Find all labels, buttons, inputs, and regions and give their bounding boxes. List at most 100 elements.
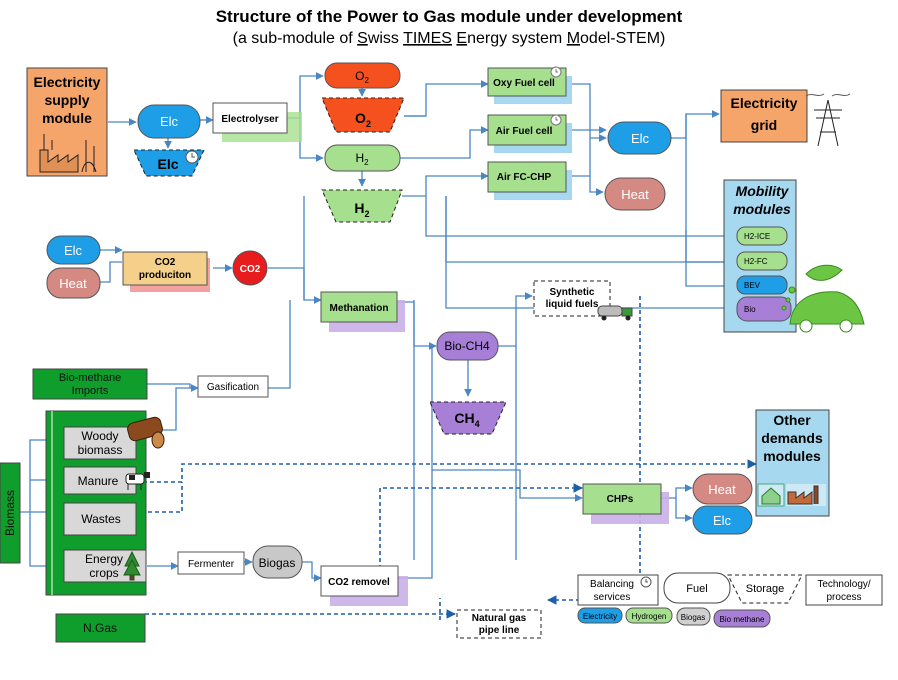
svg-text:Imports: Imports xyxy=(72,385,109,397)
svg-text:demands: demands xyxy=(761,430,823,446)
legend-electricity: Electricity xyxy=(577,607,623,624)
process-chps: CHPs xyxy=(582,483,669,524)
svg-text:CO2: CO2 xyxy=(155,257,176,268)
co2-circle: CO2 xyxy=(232,250,268,286)
svg-text:H2-ICE: H2-ICE xyxy=(744,232,770,241)
process-air-fuel-cell: Air Fuel cell xyxy=(487,114,572,153)
subtitle-part: wiss xyxy=(367,30,403,47)
process-fermenter: Fermenter xyxy=(177,551,245,575)
svg-text:Elc: Elc xyxy=(160,114,179,129)
svg-text:Electrolyser: Electrolyser xyxy=(221,114,278,125)
svg-text:supply: supply xyxy=(44,92,89,108)
svg-text:Electricity: Electricity xyxy=(34,74,101,90)
power-tower-icon xyxy=(805,93,851,147)
legend-balancing-services: Balancing services xyxy=(577,574,659,606)
svg-text:Heat: Heat xyxy=(59,276,87,291)
subtitle-part: M xyxy=(567,30,580,47)
mobility-modules: Mobility modules H2-ICE H2-FC BEV Bio xyxy=(723,179,865,333)
svg-text:O2: O2 xyxy=(355,110,371,129)
svg-text:Elc: Elc xyxy=(64,243,83,258)
svg-text:Manure: Manure xyxy=(78,474,119,488)
svg-text:Elc: Elc xyxy=(157,156,178,172)
svg-text:module: module xyxy=(42,110,92,126)
log-icon xyxy=(127,416,165,449)
svg-text:Electricity: Electricity xyxy=(731,95,798,111)
svg-text:Elc: Elc xyxy=(713,513,732,528)
svg-text:Heat: Heat xyxy=(708,482,736,497)
clock-icon xyxy=(550,66,562,78)
tanker-truck-icon xyxy=(597,305,633,321)
fuel-heat-mid: Heat xyxy=(604,177,666,211)
svg-text:Other: Other xyxy=(773,412,811,428)
subtitle-part: TIMES xyxy=(403,30,452,47)
storage-o2: O2 xyxy=(321,97,405,133)
legend-hydrogen: Hydrogen xyxy=(625,607,673,624)
svg-text:Air Fuel cell: Air Fuel cell xyxy=(496,126,553,137)
fuel-elc-mid: Elc xyxy=(607,121,672,155)
subtitle-part: nergy system xyxy=(467,30,567,47)
n-gas: N.Gas xyxy=(55,613,146,643)
svg-text:CO2: CO2 xyxy=(240,264,261,275)
process-gasification: Gasification xyxy=(197,375,269,398)
legend-fuel: Fuel xyxy=(663,572,731,604)
svg-text:Biogas: Biogas xyxy=(259,556,296,570)
svg-text:biomass: biomass xyxy=(78,443,123,457)
fuel-elc-top: Elc xyxy=(137,104,201,139)
fuel-elc-right: Elc xyxy=(692,505,753,535)
other-demands-modules: Other demands modules xyxy=(755,409,830,517)
svg-text:Elc: Elc xyxy=(631,131,650,146)
clock-icon xyxy=(640,576,652,588)
svg-text:H2-FC: H2-FC xyxy=(744,257,768,266)
svg-text:Fermenter: Fermenter xyxy=(188,559,235,570)
svg-text:Mobility: Mobility xyxy=(736,183,790,199)
wastes: Wastes xyxy=(63,502,137,536)
svg-text:Bio: Bio xyxy=(744,305,756,314)
mobility-item-h2-fc: H2-FC xyxy=(736,251,788,271)
diagram-title: Structure of the Power to Gas module und… xyxy=(216,7,683,26)
svg-text:O2: O2 xyxy=(355,69,369,85)
svg-text:process: process xyxy=(826,592,861,603)
svg-text:Biogas: Biogas xyxy=(681,613,705,622)
svg-text:pipe line: pipe line xyxy=(479,625,520,636)
svg-text:Hydrogen: Hydrogen xyxy=(632,612,667,621)
process-co2-production: CO2 produciton xyxy=(122,251,210,292)
energy-crops: Energy crops xyxy=(63,549,147,583)
svg-text:Biomass: Biomass xyxy=(3,490,17,536)
svg-text:H2: H2 xyxy=(354,200,369,219)
svg-text:Air FC-CHP: Air FC-CHP xyxy=(497,172,552,183)
storage-ch4: CH4 xyxy=(429,401,507,435)
mobility-item-h2-ice: H2-ICE xyxy=(736,226,788,246)
svg-text:Bio-methane: Bio-methane xyxy=(59,372,121,384)
legend-storage: Storage xyxy=(727,574,803,604)
svg-text:Heat: Heat xyxy=(621,187,649,202)
svg-text:BEV: BEV xyxy=(744,281,761,290)
svg-text:CO2 removel: CO2 removel xyxy=(328,577,390,588)
svg-text:crops: crops xyxy=(89,566,118,580)
bio-methane-imports: Bio-methane Imports xyxy=(32,368,148,400)
svg-text:N.Gas: N.Gas xyxy=(83,621,117,635)
svg-text:Natural gas: Natural gas xyxy=(472,613,527,624)
svg-text:Balancing: Balancing xyxy=(590,579,634,590)
svg-text:Woody: Woody xyxy=(81,429,118,443)
mobility-item-bio: Bio xyxy=(736,296,792,322)
tree-icon xyxy=(123,550,141,581)
factory-icon xyxy=(786,484,826,506)
svg-text:Synthetic: Synthetic xyxy=(549,287,594,298)
electricity-grid-module: Electricity grid xyxy=(720,89,851,147)
svg-text:services: services xyxy=(594,592,631,603)
clock-icon xyxy=(185,150,199,164)
storage-elc: Elc xyxy=(133,149,205,177)
svg-text:CH4: CH4 xyxy=(454,410,479,429)
svg-text:Methanation: Methanation xyxy=(330,303,389,314)
cow-icon xyxy=(125,472,150,490)
process-oxy-fuel-cell: Oxy Fuel cell xyxy=(487,66,572,104)
fuel-h2: H2 xyxy=(324,144,401,172)
manure: Manure xyxy=(63,466,150,495)
svg-text:Wastes: Wastes xyxy=(81,512,121,526)
subtitle-part: (a sub-module of xyxy=(233,30,358,47)
svg-text:H2: H2 xyxy=(355,151,369,167)
svg-text:Gasification: Gasification xyxy=(207,382,259,393)
subtitle-part: odel-STEM) xyxy=(580,30,665,47)
subtitle-part: E xyxy=(456,30,467,47)
